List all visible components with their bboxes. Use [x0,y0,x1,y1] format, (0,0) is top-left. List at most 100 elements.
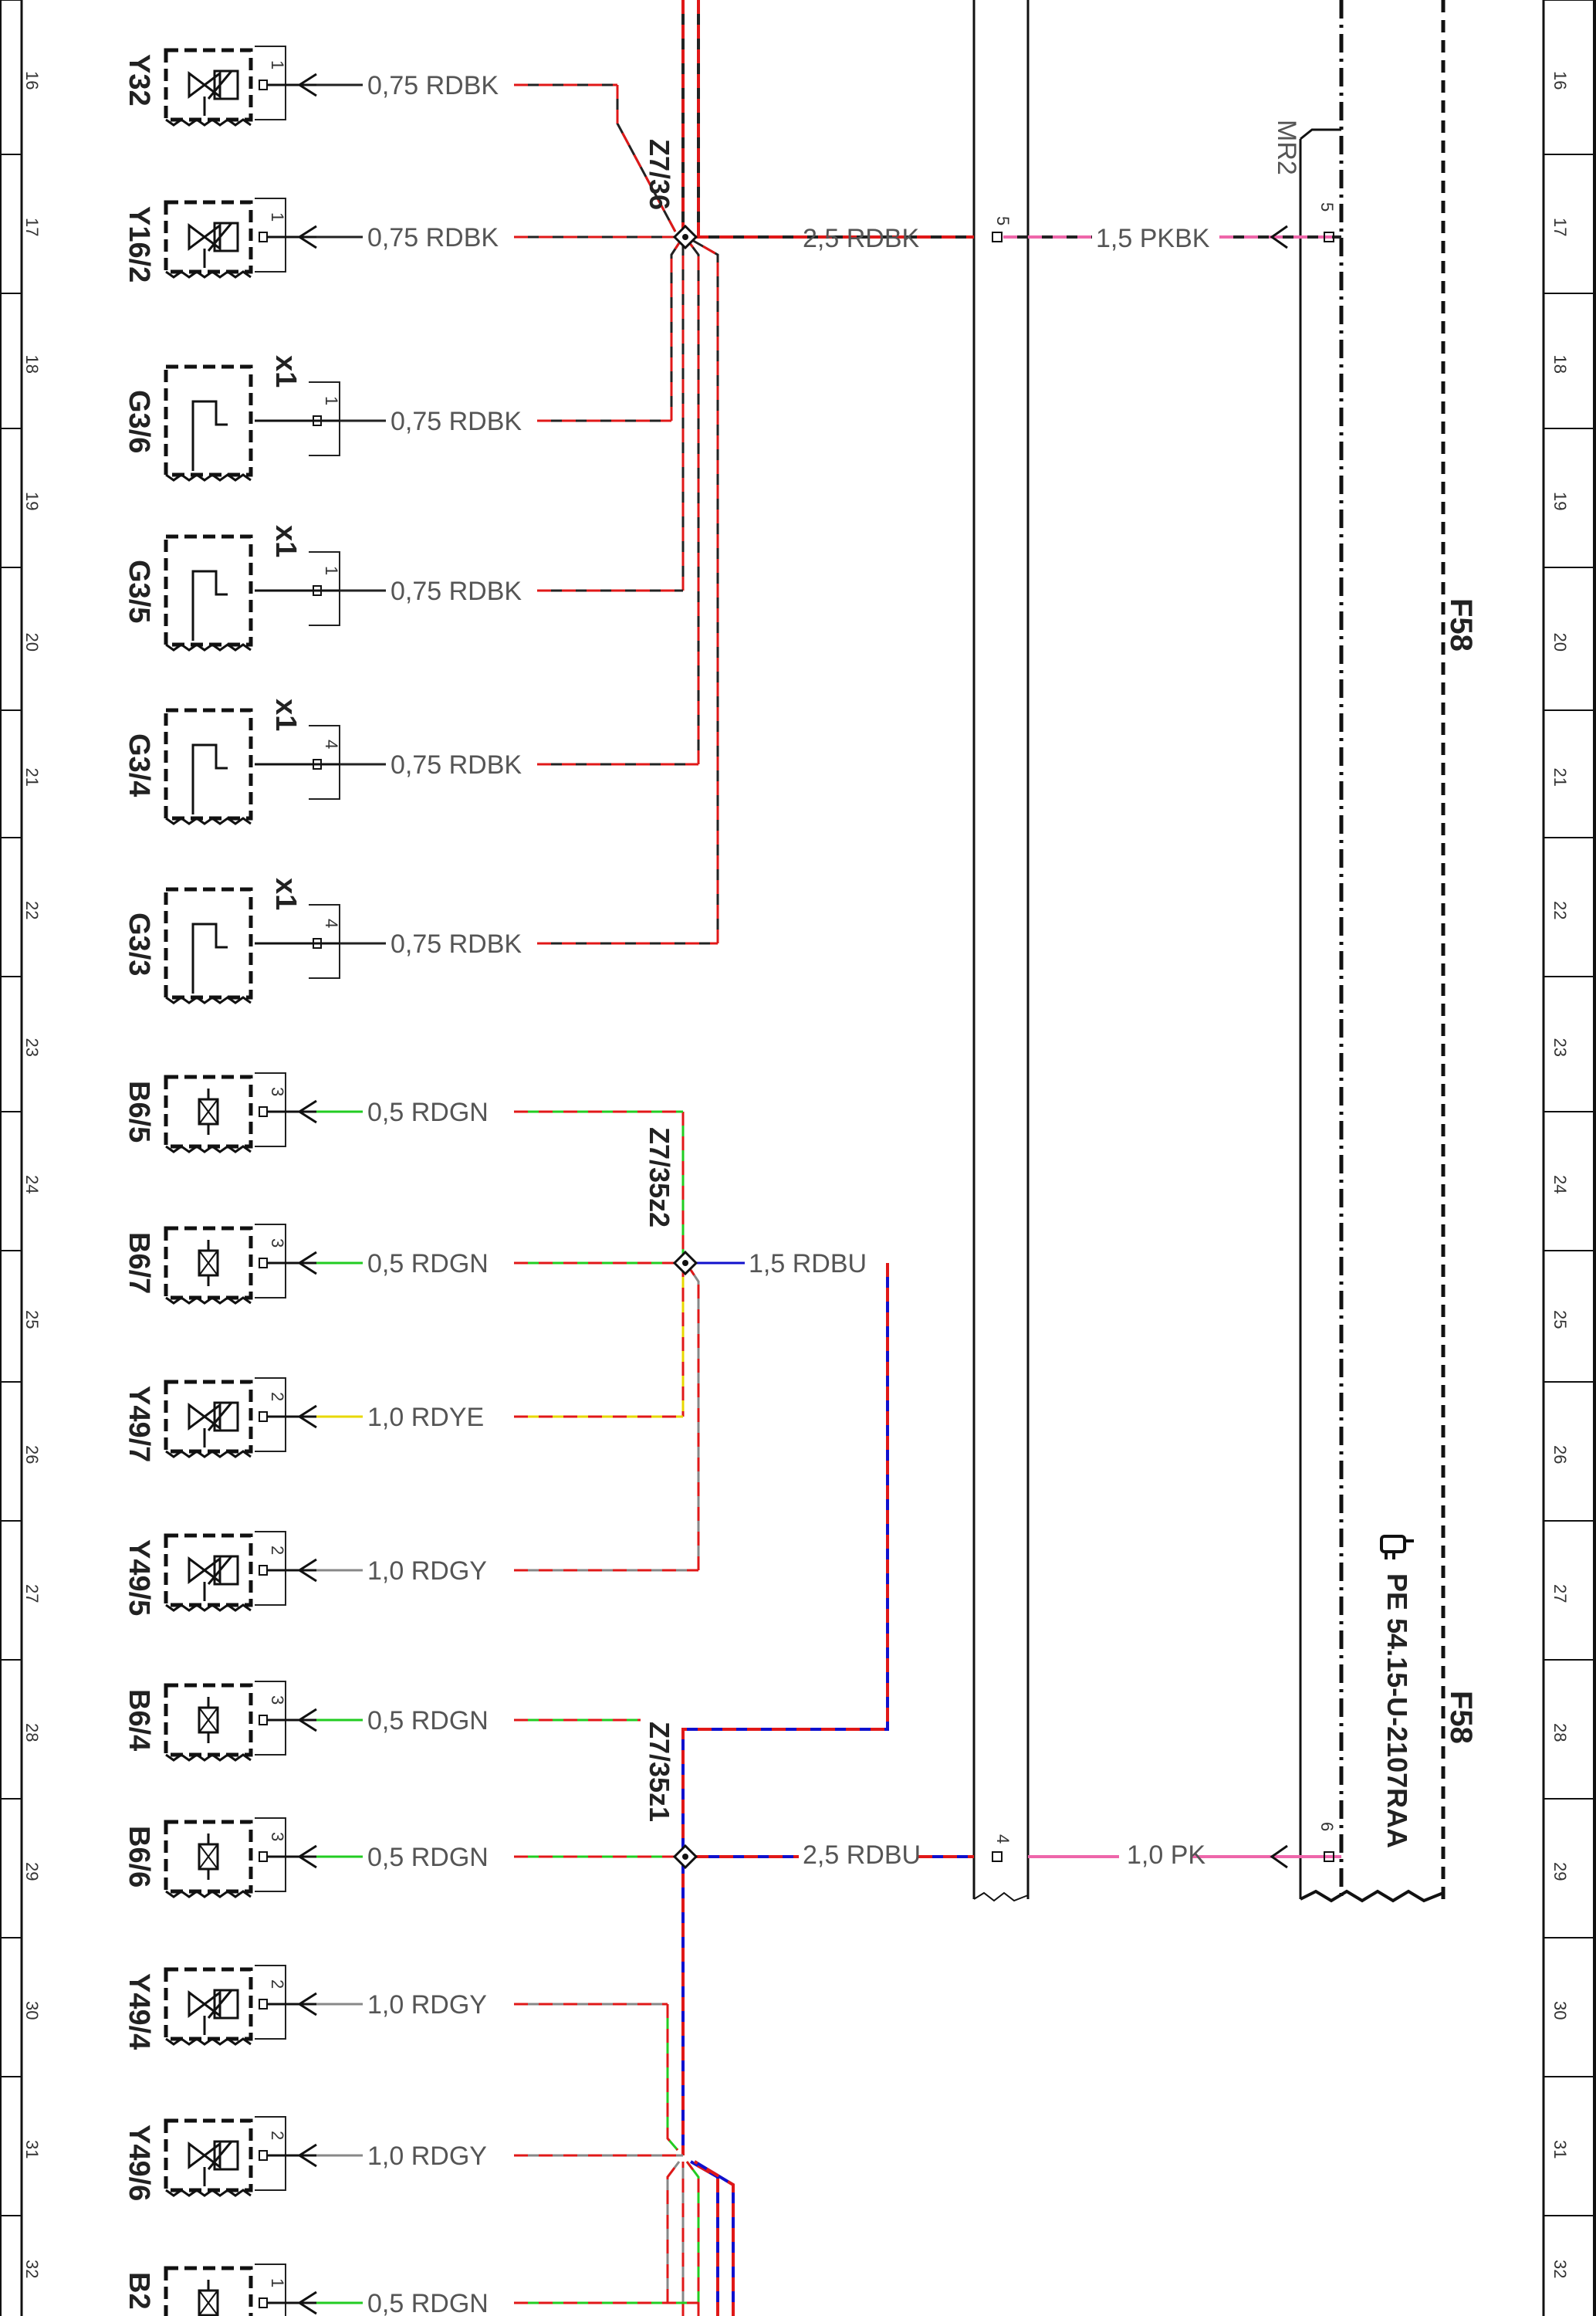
pin-number: 1 [268,212,287,222]
component-label: B6/5 [123,1081,155,1143]
connector-label: x1 [269,878,302,910]
wire-label-z7-35z1-out: 2,5 RDBU [803,1840,921,1870]
mr2-label: MR2 [1272,120,1301,175]
branch-g3-6 [670,236,685,421]
row-number: 24 [22,1175,42,1194]
row-number: 19 [22,492,42,510]
pin-number: 3 [268,1832,287,1841]
component-label: B6/6 [123,1826,155,1888]
pin-number: 4 [322,740,341,749]
row-number: 23 [22,1038,42,1057]
branch-y49-5 [689,1269,700,1570]
row-number: 20 [22,633,42,652]
hand-pointer-icon [1380,1535,1414,1559]
connector-arrow-icon [1270,225,1288,249]
row-number: 22 [22,901,42,919]
connector-label: x1 [269,525,302,557]
component-g3-6: G3/6 1 x1 0,75 RDBK [123,355,671,480]
pin-number: 1 [268,2278,287,2287]
component-label: G3/3 [123,913,155,976]
row-number: 17 [22,218,42,236]
branch-g3-4 [685,239,700,764]
wire-label: 1,0 RDGY [367,1990,487,2020]
row-number-right: 25 [1550,1310,1570,1329]
component-b6-7: B6/7 3 0,5 RDGN [123,1224,683,1303]
wire-label-f58-pin5: 1,5 PKBK [1096,224,1210,253]
pin-number: 4 [322,919,341,928]
fuse-box-label-2: F58 [1444,1691,1478,1744]
splice-node [672,1844,698,1870]
wire-label: 0,75 RDBK [367,223,499,252]
row-number: 21 [22,768,42,787]
component-y49-4: Y49/4 2 1,0 RDGY [123,1965,668,2050]
trunk-down-b [693,2160,735,2316]
connector-label: x1 [269,699,302,731]
pin-number: 3 [268,1238,287,1248]
component-label: G3/5 [123,560,155,623]
row-number-right: 26 [1550,1445,1570,1464]
row-number-right: 30 [1550,2001,1570,2020]
row-number: 31 [22,2140,42,2159]
wire-label: 0,5 RDGN [367,1098,489,1127]
pin-number: 2 [268,1392,287,1401]
fuse-box-label: F58 [1444,598,1478,652]
component-label: Y49/4 [123,1973,155,2050]
branch-b2 [685,2161,700,2316]
row-number: 29 [22,1862,42,1881]
pin-number: 3 [268,1695,287,1705]
wire-label: 1,0 RDGY [367,1556,487,1586]
pin-number: 2 [268,1546,287,1555]
wire-label-f58-pin6: 1,0 PK [1127,1840,1205,1870]
component-label: B6/7 [123,1232,155,1294]
wire-label-z7-35z2-out: 1,5 RDBU [749,1249,867,1278]
component-label: G3/6 [123,390,155,453]
pin-number: 2 [268,2131,287,2140]
pin-label-mid-4: 4 [993,1834,1013,1844]
splice-label-z7-35z1: Z7/35z1 [644,1722,675,1822]
fuse-box-f58 [1299,0,1446,1903]
pin-number: 1 [322,396,341,405]
branch-y49-4 [666,2161,681,2303]
pin-number: 2 [268,1979,287,1989]
row-number-right: 29 [1550,1862,1570,1881]
wire-label: 0,5 RDGN [367,1706,489,1735]
branch-y32 [616,85,677,232]
wire-label: 0,75 RDBK [391,750,522,780]
wire-label: 0,5 RDGN [367,1249,489,1278]
connector-label: x1 [269,355,302,388]
row-number: 25 [22,1310,42,1329]
row-number: 27 [22,1584,42,1603]
pin-number: 1 [268,60,287,69]
row-number-right: 32 [1550,2260,1570,2278]
row-number: 32 [22,2260,42,2278]
wire-label: 1,0 RDGY [367,2142,487,2171]
connector-bar-middle [972,0,1030,1902]
row-number-right: 16 [1550,71,1570,90]
splice-node [672,224,698,250]
splice-label-z7-35z2: Z7/35z2 [644,1127,675,1227]
splice-label-z7-36: Z7/36 [644,139,675,210]
wire-label: 0,75 RDBK [367,71,499,100]
wire-label: 0,75 RDBK [391,929,522,959]
row-number-right: 21 [1550,768,1570,787]
row-number-right: 20 [1550,633,1570,652]
component-label: Y49/7 [123,1386,155,1462]
pin-label-mid-5: 5 [993,216,1013,225]
wire-label: 0,75 RDBK [391,407,522,436]
row-number-right: 18 [1550,355,1570,374]
splice-node [672,1250,698,1276]
component-label: Y16/2 [123,206,155,283]
row-number-right: 31 [1550,2140,1570,2159]
connector-arrow-icon [1270,1844,1288,1869]
wire-label: 1,0 RDYE [367,1403,484,1432]
pin-number: 1 [322,566,341,575]
component-label: B2 [123,2272,155,2310]
pin-label-f58-5: 5 [1317,202,1337,212]
